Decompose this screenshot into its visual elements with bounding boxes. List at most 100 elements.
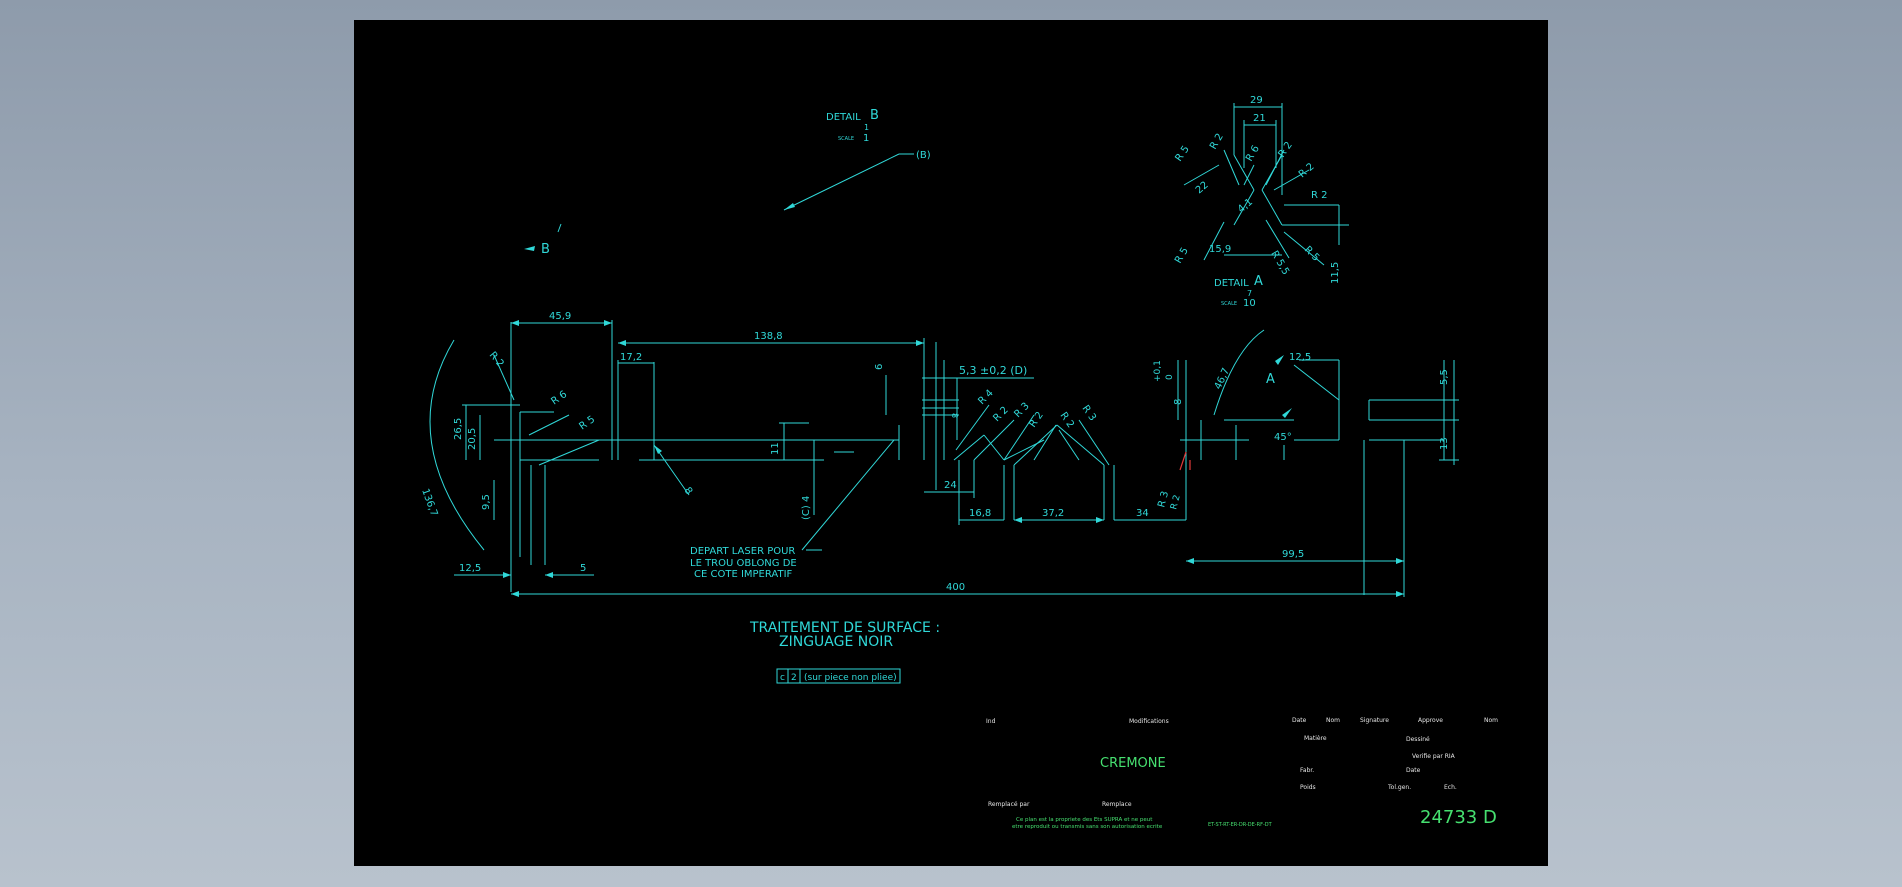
detail-a-d115: 11,5 — [1330, 262, 1341, 284]
tb-legal-1: Ce plan est la propriete des Ets SUPRA e… — [1016, 817, 1153, 823]
tb-date2: Date — [1406, 767, 1421, 774]
r3c: R 3 — [1156, 490, 1171, 509]
title-block: Ind Modifications Date Nom Signature App… — [986, 717, 1498, 830]
detail-b-scale-den: 1 — [863, 133, 869, 144]
tb-part-number: 24733 D — [1420, 807, 1497, 828]
detail-a-r2c: R 2 — [1297, 161, 1317, 180]
r2: R 2 — [487, 350, 506, 370]
detail-a-d41: 4,1 — [1236, 197, 1255, 216]
dim-125: 12,5 — [459, 563, 481, 574]
detail-a-title: DETAIL — [1214, 278, 1249, 289]
outline-bend-1b — [983, 434, 1005, 461]
tb-ech: Ech. — [1444, 784, 1457, 791]
main-dimensions: 45,9 138,8 17,2 R 2 R 6 R 5 26,5 20,5 9,… — [419, 311, 1459, 597]
dim-55: 5,5 — [1439, 369, 1450, 385]
dim-1367: 136,7 — [419, 487, 439, 518]
notes: DEPART LASER POUR LE TROU OBLONG DE CE C… — [690, 439, 940, 684]
r2e: R 2 — [991, 405, 1010, 424]
leader-r5 — [538, 439, 600, 466]
leader-r6 — [528, 414, 570, 436]
gdt-frame — [776, 668, 901, 684]
detail-b-leader — [783, 153, 900, 211]
laser-note-3: CE COTE IMPERATIF — [694, 569, 793, 580]
detail-b-scale-word: SCALE — [838, 136, 854, 142]
leader-r3a — [1003, 414, 1035, 461]
section-b-marker: B — [541, 242, 550, 257]
tb-matiere: Matière — [1304, 735, 1327, 742]
outline-peak-down — [1056, 424, 1105, 466]
dim-8b: 8 — [950, 413, 959, 418]
outline-peak-up — [1013, 424, 1058, 466]
dim-95: 9,5 — [481, 494, 492, 510]
leader-r4 — [955, 404, 990, 451]
dim-995: 99,5 — [1282, 549, 1304, 560]
tb-fabr: Fabr. — [1300, 767, 1314, 774]
r5: R 5 — [577, 414, 597, 432]
detail-a-leader-r6 — [1243, 164, 1255, 186]
tb-dessine: Dessiné — [1406, 736, 1430, 743]
tb-part-name: CREMONE — [1100, 756, 1166, 771]
detail-a-r5a: R 5 — [1173, 144, 1191, 164]
drawing-sheet: DETAIL B 1 SCALE 1 (B) B 29 21 R 5 R 2 R… — [354, 20, 1548, 866]
detail-a-leader-r5a — [1183, 164, 1220, 186]
detail-a-leader-r55 — [1265, 219, 1290, 259]
r2h: R 2 — [1169, 494, 1183, 511]
detail-a-scale-num: 7 — [1247, 289, 1252, 298]
detail-b-callout: (B) — [916, 150, 931, 161]
surface-note-2: ZINGUAGE NOIR — [779, 634, 893, 650]
dim-24: 24 — [944, 480, 957, 491]
section-b-tick — [557, 223, 562, 233]
gdt-note: (sur piece non pliee) — [804, 673, 897, 683]
detail-b-leader-arrow — [784, 203, 795, 210]
detail-b-label: DETAIL B 1 SCALE 1 — [826, 108, 879, 144]
dim-372: 37,2 — [1042, 508, 1064, 519]
detail-a: 29 21 R 5 R 2 R 6 R 2 R 2 R 2 11,5 22 4,… — [1173, 95, 1349, 309]
dim-5: 5 — [580, 563, 586, 574]
section-a-marker: A — [1266, 372, 1275, 387]
detail-a-low-left — [1233, 189, 1255, 226]
gdt-value: 2 — [791, 673, 797, 683]
tb-modifications: Modifications — [1129, 718, 1169, 725]
leader-r2f — [1033, 424, 1057, 461]
detail-a-letter: A — [1254, 274, 1263, 289]
detail-a-leader-r2a — [1223, 149, 1240, 186]
detail-a-left-edge — [1233, 154, 1255, 191]
detail-a-low-right — [1261, 189, 1283, 226]
r6: R 6 — [549, 389, 569, 407]
detail-b-title: DETAIL — [826, 112, 861, 123]
tb-poids: Poids — [1300, 784, 1316, 791]
detail-a-r2b: R 2 — [1276, 140, 1294, 160]
detail-a-d22: 22 — [1194, 180, 1211, 197]
tb-tolgen: Tol.gen. — [1387, 784, 1411, 791]
leader-8a — [653, 444, 690, 496]
tb-name: Nom — [1484, 717, 1498, 724]
outline-arc-136 — [429, 339, 485, 551]
dim-8a: 8 — [682, 485, 695, 497]
tb-file-ref: ET-ST-RT-ER-DR-DE-RF-DT — [1208, 822, 1273, 828]
technical-drawing: DETAIL B 1 SCALE 1 (B) B 29 21 R 5 R 2 R… — [419, 95, 1498, 830]
tol-zero: 0 — [1165, 374, 1175, 380]
section-b-arrow — [524, 246, 535, 251]
dim-125b: 12,5 — [1289, 352, 1311, 363]
dim-11: 11 — [770, 442, 781, 455]
detail-a-leader-r5c — [1283, 231, 1325, 266]
detail-a-dim-21-text: 21 — [1253, 113, 1266, 124]
tb-nom: Nom — [1326, 717, 1340, 724]
dim-467: 46,7 — [1213, 366, 1232, 391]
detail-a-leader-r5b — [1203, 221, 1225, 261]
tol-plus: +0,1 — [1153, 360, 1163, 382]
dim-c4: (C) 4 — [801, 496, 812, 520]
r2f: R 2 — [1027, 410, 1045, 430]
detail-a-leader-r2b — [1265, 149, 1285, 186]
dim-400: 400 — [946, 582, 965, 593]
detail-b-letter: B — [870, 108, 879, 123]
dim-8c: 8 — [1173, 399, 1184, 405]
tb-verifie: Verifie par RIA — [1412, 753, 1456, 760]
outline-bend-1 — [953, 434, 985, 461]
tb-ind: Ind — [986, 718, 996, 725]
r4: R 4 — [976, 388, 995, 407]
tb-approve: Approve — [1418, 717, 1443, 724]
leader-r2 — [493, 354, 515, 401]
r3a: R 3 — [1012, 401, 1031, 420]
tb-remplace-par: Remplacé par — [988, 801, 1030, 808]
